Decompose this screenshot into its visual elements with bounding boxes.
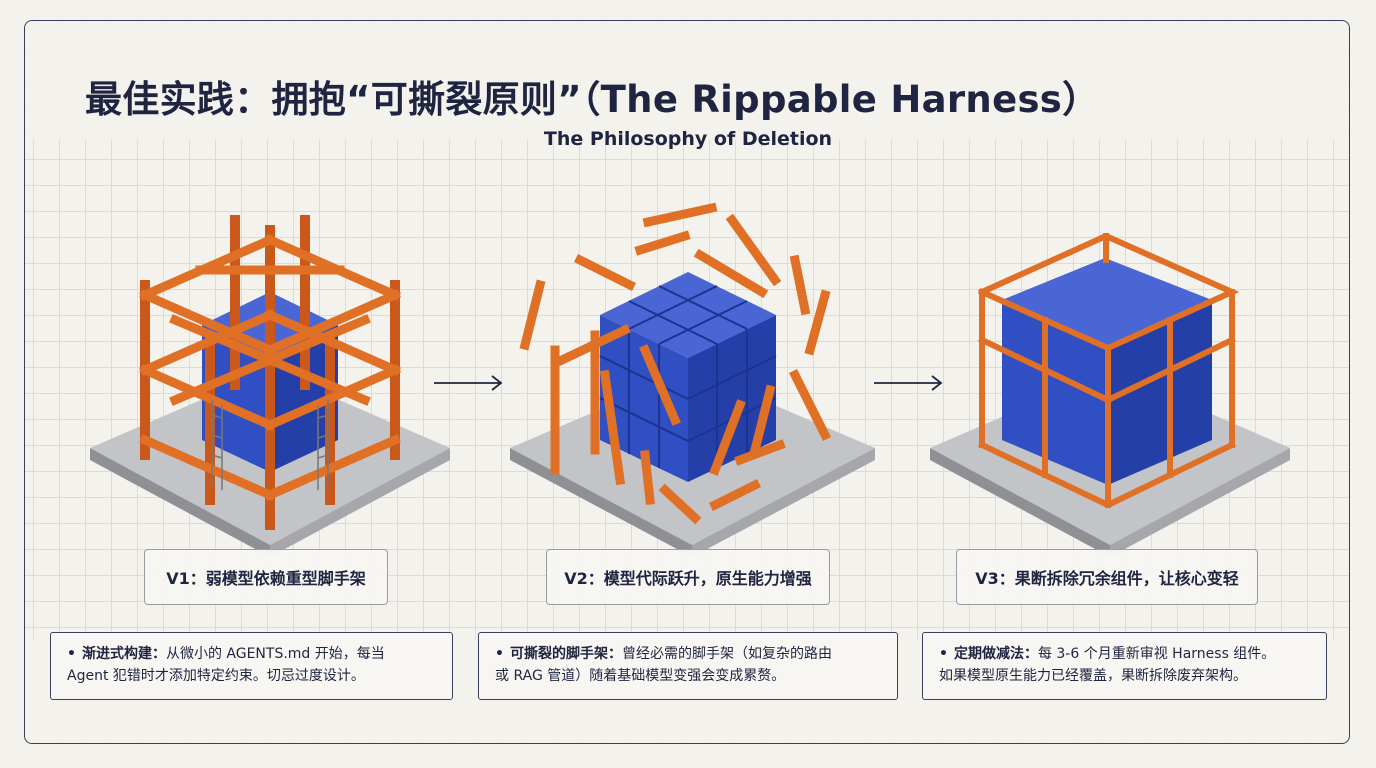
note-term: 可撕裂的脚手架： — [509, 646, 622, 662]
note-text: 从微小的 AGENTS.md 开始，每当 — [165, 646, 385, 662]
page-title: 最佳实践：拥抱“可撕裂原则”（The Rippable Harness） — [85, 78, 1100, 121]
stage-label-v1: V1：弱模型依赖重型脚手架 — [144, 549, 388, 605]
right-arrow-icon — [434, 375, 503, 391]
note-text: 或 RAG 管道）随着基础模型变强会变成累赘。 — [495, 668, 786, 684]
stage-1-illustration — [90, 215, 450, 557]
note-incremental-build: • 渐进式构建：从微小的 AGENTS.md 开始，每当 Agent 犯错时才添加… — [50, 632, 453, 700]
note-term: 定期做减法： — [953, 646, 1038, 662]
stage-label-v2: V2：模型代际跃升，原生能力增强 — [546, 549, 830, 605]
note-text: Agent 犯错时才添加特定约束。切忌过度设计。 — [67, 668, 365, 684]
stage-3-illustration — [930, 232, 1290, 557]
diagram-subtitle: The Philosophy of Deletion — [543, 128, 833, 150]
bullet: • — [67, 646, 76, 662]
bullet: • — [939, 646, 948, 662]
note-term: 渐进式构建： — [81, 646, 166, 662]
right-arrow-icon — [874, 375, 943, 391]
note-periodic-subtraction: • 定期做减法：每 3-6 个月重新审视 Harness 组件。 如果模型原生能力… — [922, 632, 1327, 700]
note-rippable-scaffold: • 可撕裂的脚手架：曾经必需的脚手架（如复杂的路由 或 RAG 管道）随着基础模型… — [478, 632, 898, 700]
note-text: 如果模型原生能力已经覆盖，果断拆除废弃架构。 — [939, 668, 1247, 684]
stage-label-v3: V3：果断拆除冗余组件，让核心变轻 — [956, 549, 1258, 605]
note-text: 每 3-6 个月重新审视 Harness 组件。 — [1037, 646, 1276, 662]
title-band — [26, 22, 1348, 140]
stage-2-illustration — [510, 202, 875, 557]
note-text: 曾经必需的脚手架（如复杂的路由 — [621, 646, 832, 662]
bullet: • — [495, 646, 504, 662]
